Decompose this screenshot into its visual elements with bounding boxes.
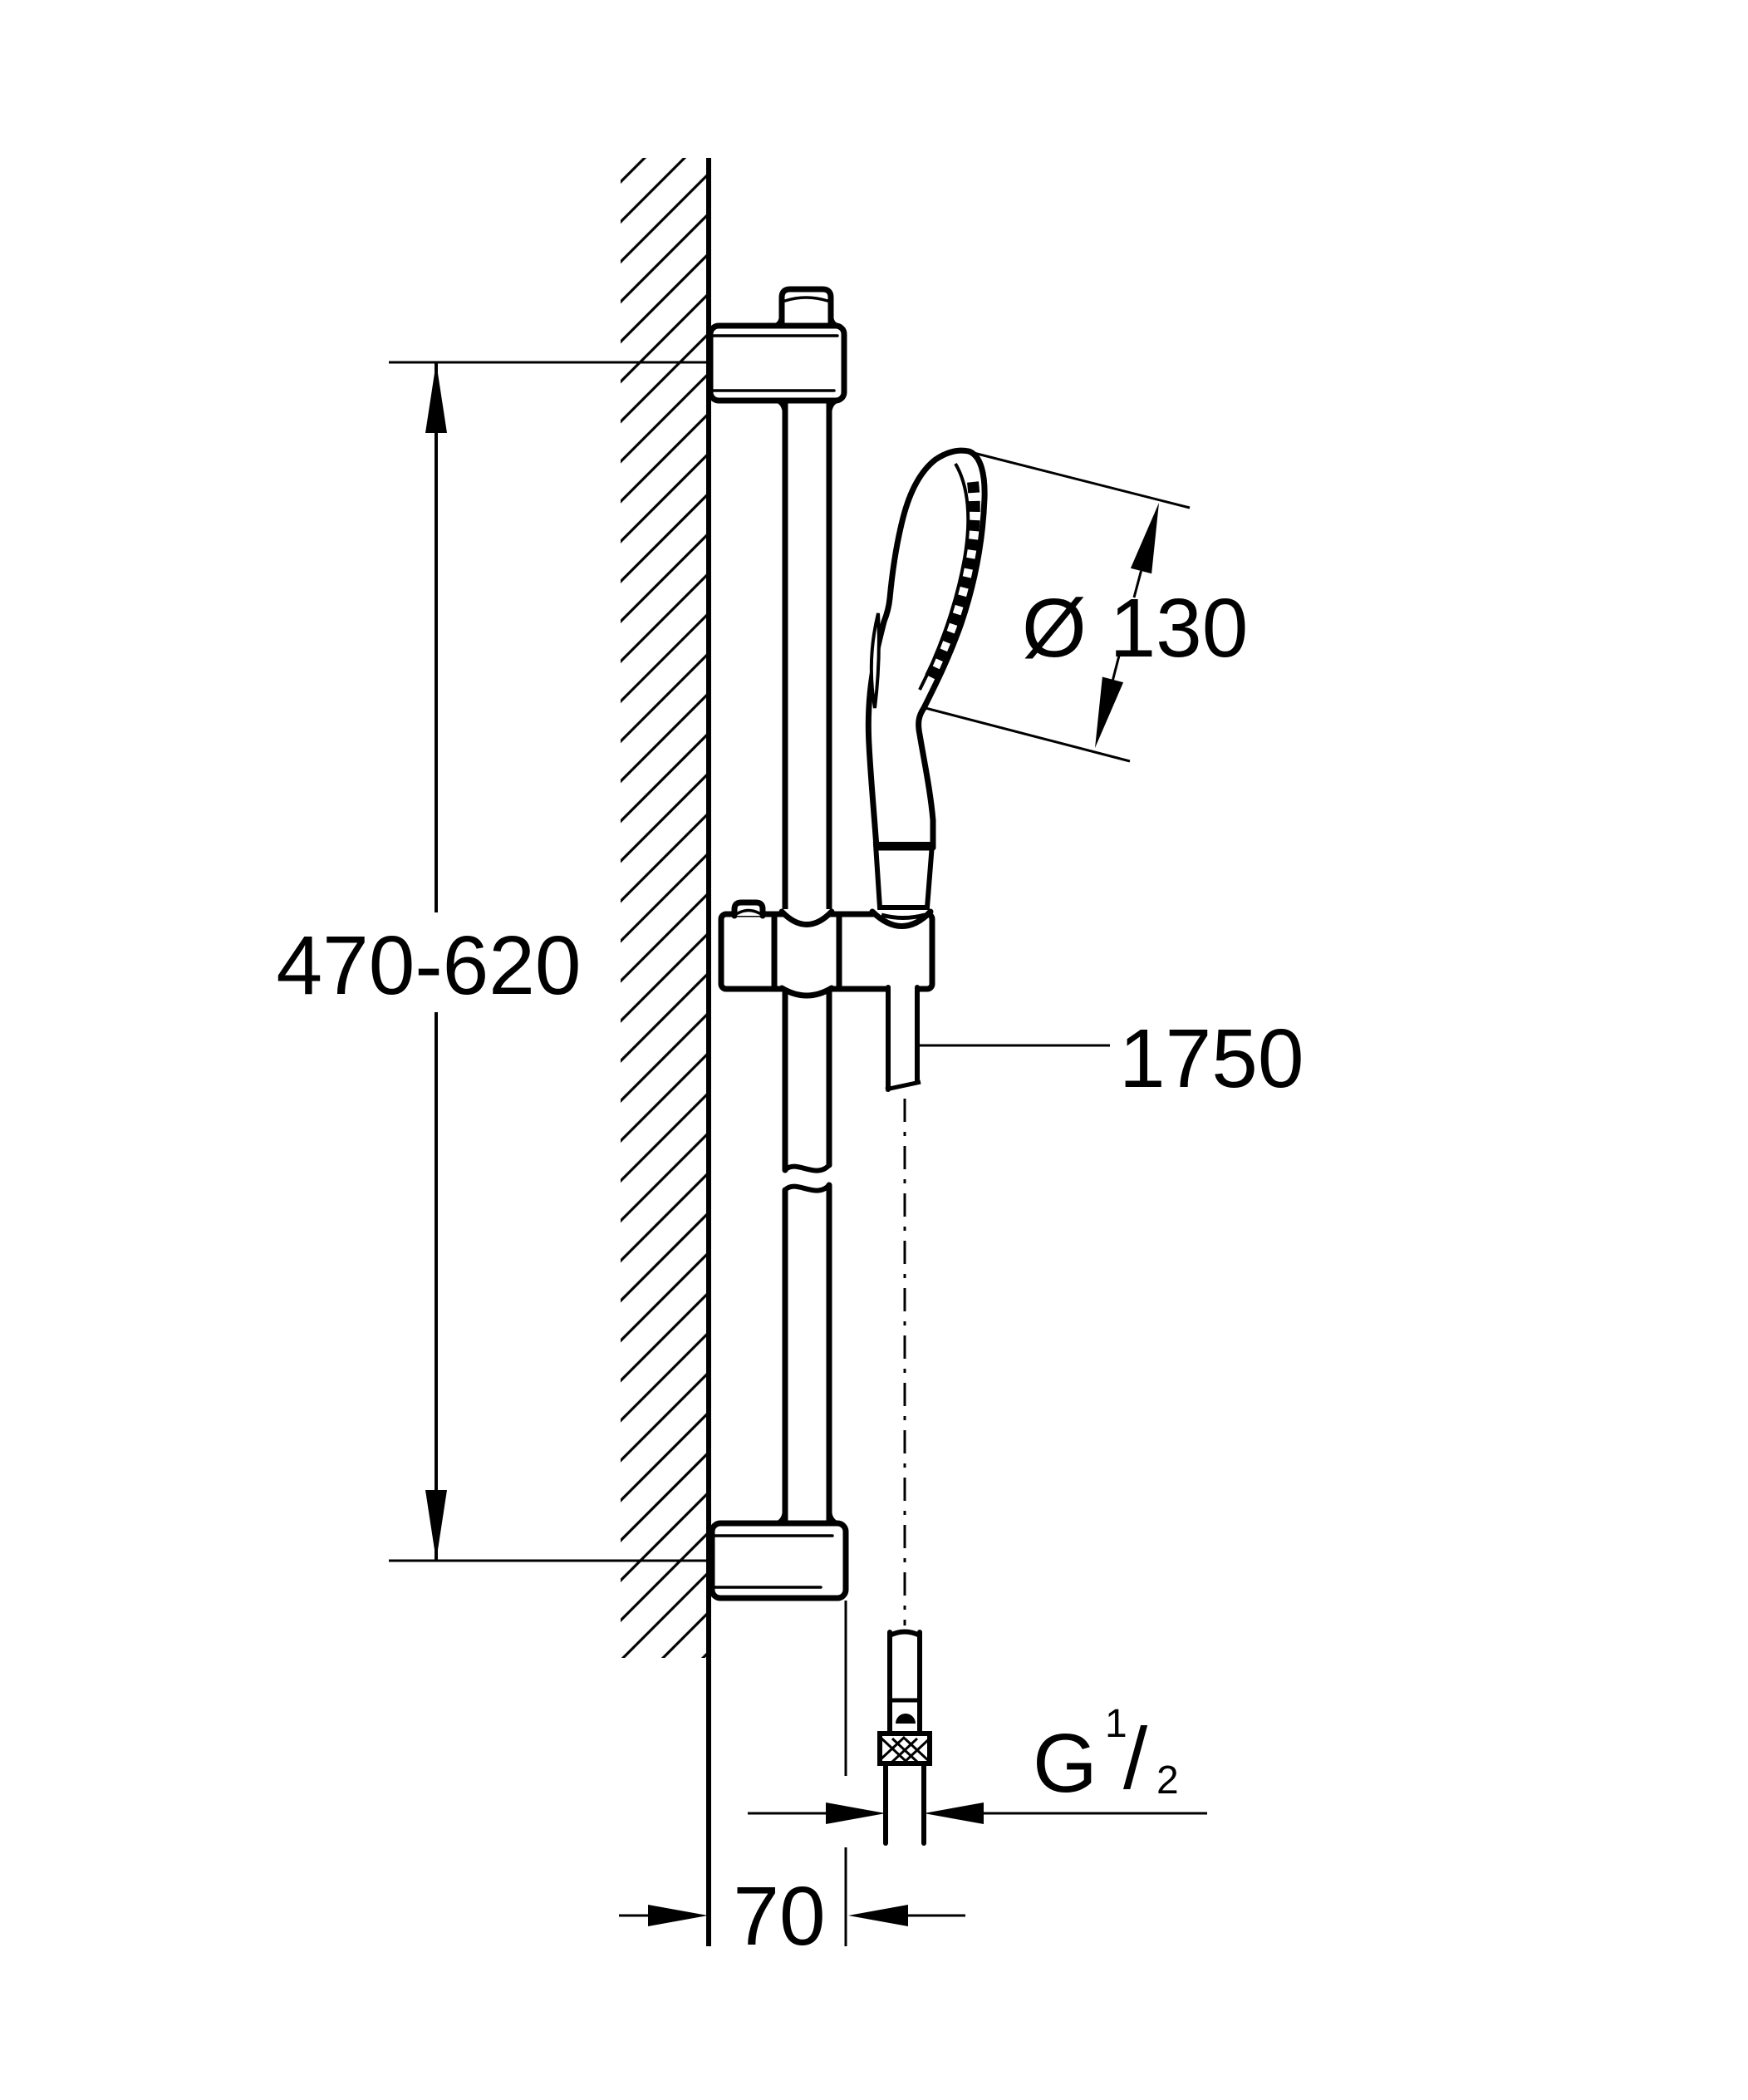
handle-cone	[872, 842, 935, 910]
arrow-left-icon	[924, 1802, 984, 1824]
glider-bottom-bulge	[778, 985, 835, 999]
diameter-dim-tail-bottom	[1112, 655, 1121, 681]
bracket-body-bottom	[709, 1520, 849, 1601]
diameter-extension-line-bottom	[921, 706, 1131, 763]
hose-upper-fill	[888, 964, 917, 1087]
glider-rail-dip	[778, 908, 835, 927]
diameter-dim-tail-top	[1132, 570, 1142, 598]
bracket-pin-cap-line	[783, 296, 829, 302]
handle-cone-rim	[881, 912, 926, 920]
bracket-arm-lines	[711, 334, 839, 392]
arrow-down-icon	[425, 1490, 447, 1561]
extension-lines	[389, 361, 847, 1946]
dimension-thread-size: G 1 / 2	[748, 1702, 1207, 1824]
hose-length-label: 1750	[1119, 1012, 1304, 1105]
knurl-crosshatch	[878, 1735, 931, 1763]
bottom-wall-bracket	[709, 1520, 849, 1601]
rail-break-wave-lower	[783, 1183, 832, 1193]
shower-head-and-handle-outline	[865, 447, 988, 851]
dimension-head-diameter: Ø 130	[921, 451, 1248, 763]
spray-icon	[896, 1714, 916, 1724]
arrow-right-icon	[826, 1802, 886, 1824]
spray-nozzle-band	[923, 481, 980, 683]
glider-knob-cap-line	[736, 908, 761, 915]
arrow-upper-right-icon	[1130, 503, 1159, 574]
hose-end-fitting	[877, 1099, 932, 1846]
bracket-pin-fillets	[773, 312, 840, 328]
bracket-arm-lines-bottom	[713, 1534, 834, 1589]
hand-shower	[865, 447, 988, 851]
head-side-seam	[869, 612, 881, 709]
dimension-wall-offset: 70	[619, 1870, 965, 1963]
arrow-right-wall-icon	[648, 1905, 708, 1926]
hose-break-cut	[885, 1080, 921, 1092]
thread-numerator-label: 1	[1105, 1702, 1127, 1746]
wall-section	[621, 158, 711, 1946]
arrow-left-rail-icon	[848, 1905, 908, 1926]
diameter-extension-line-top	[973, 451, 1191, 509]
rail-break-wave-upper	[783, 1163, 832, 1173]
head-diameter-label: Ø 130	[1022, 582, 1248, 675]
wall-hatching	[621, 158, 708, 1658]
top-wall-bracket	[707, 286, 847, 404]
dimension-hose-length: 1750	[920, 1012, 1304, 1105]
thread-denominator-label: 2	[1156, 1758, 1179, 1802]
glider-holder	[718, 842, 935, 1092]
thread-base-label: G	[1033, 1717, 1097, 1810]
thread-slash-label: /	[1123, 1710, 1148, 1807]
wall-offset-label: 70	[733, 1870, 825, 1963]
fitting-top-cap	[887, 1629, 922, 1638]
dimension-rail-height: 470-620	[277, 362, 582, 1561]
arrow-lower-left-icon	[1095, 676, 1124, 748]
rail-height-label: 470-620	[277, 919, 582, 1012]
arrow-up-icon	[425, 362, 447, 433]
